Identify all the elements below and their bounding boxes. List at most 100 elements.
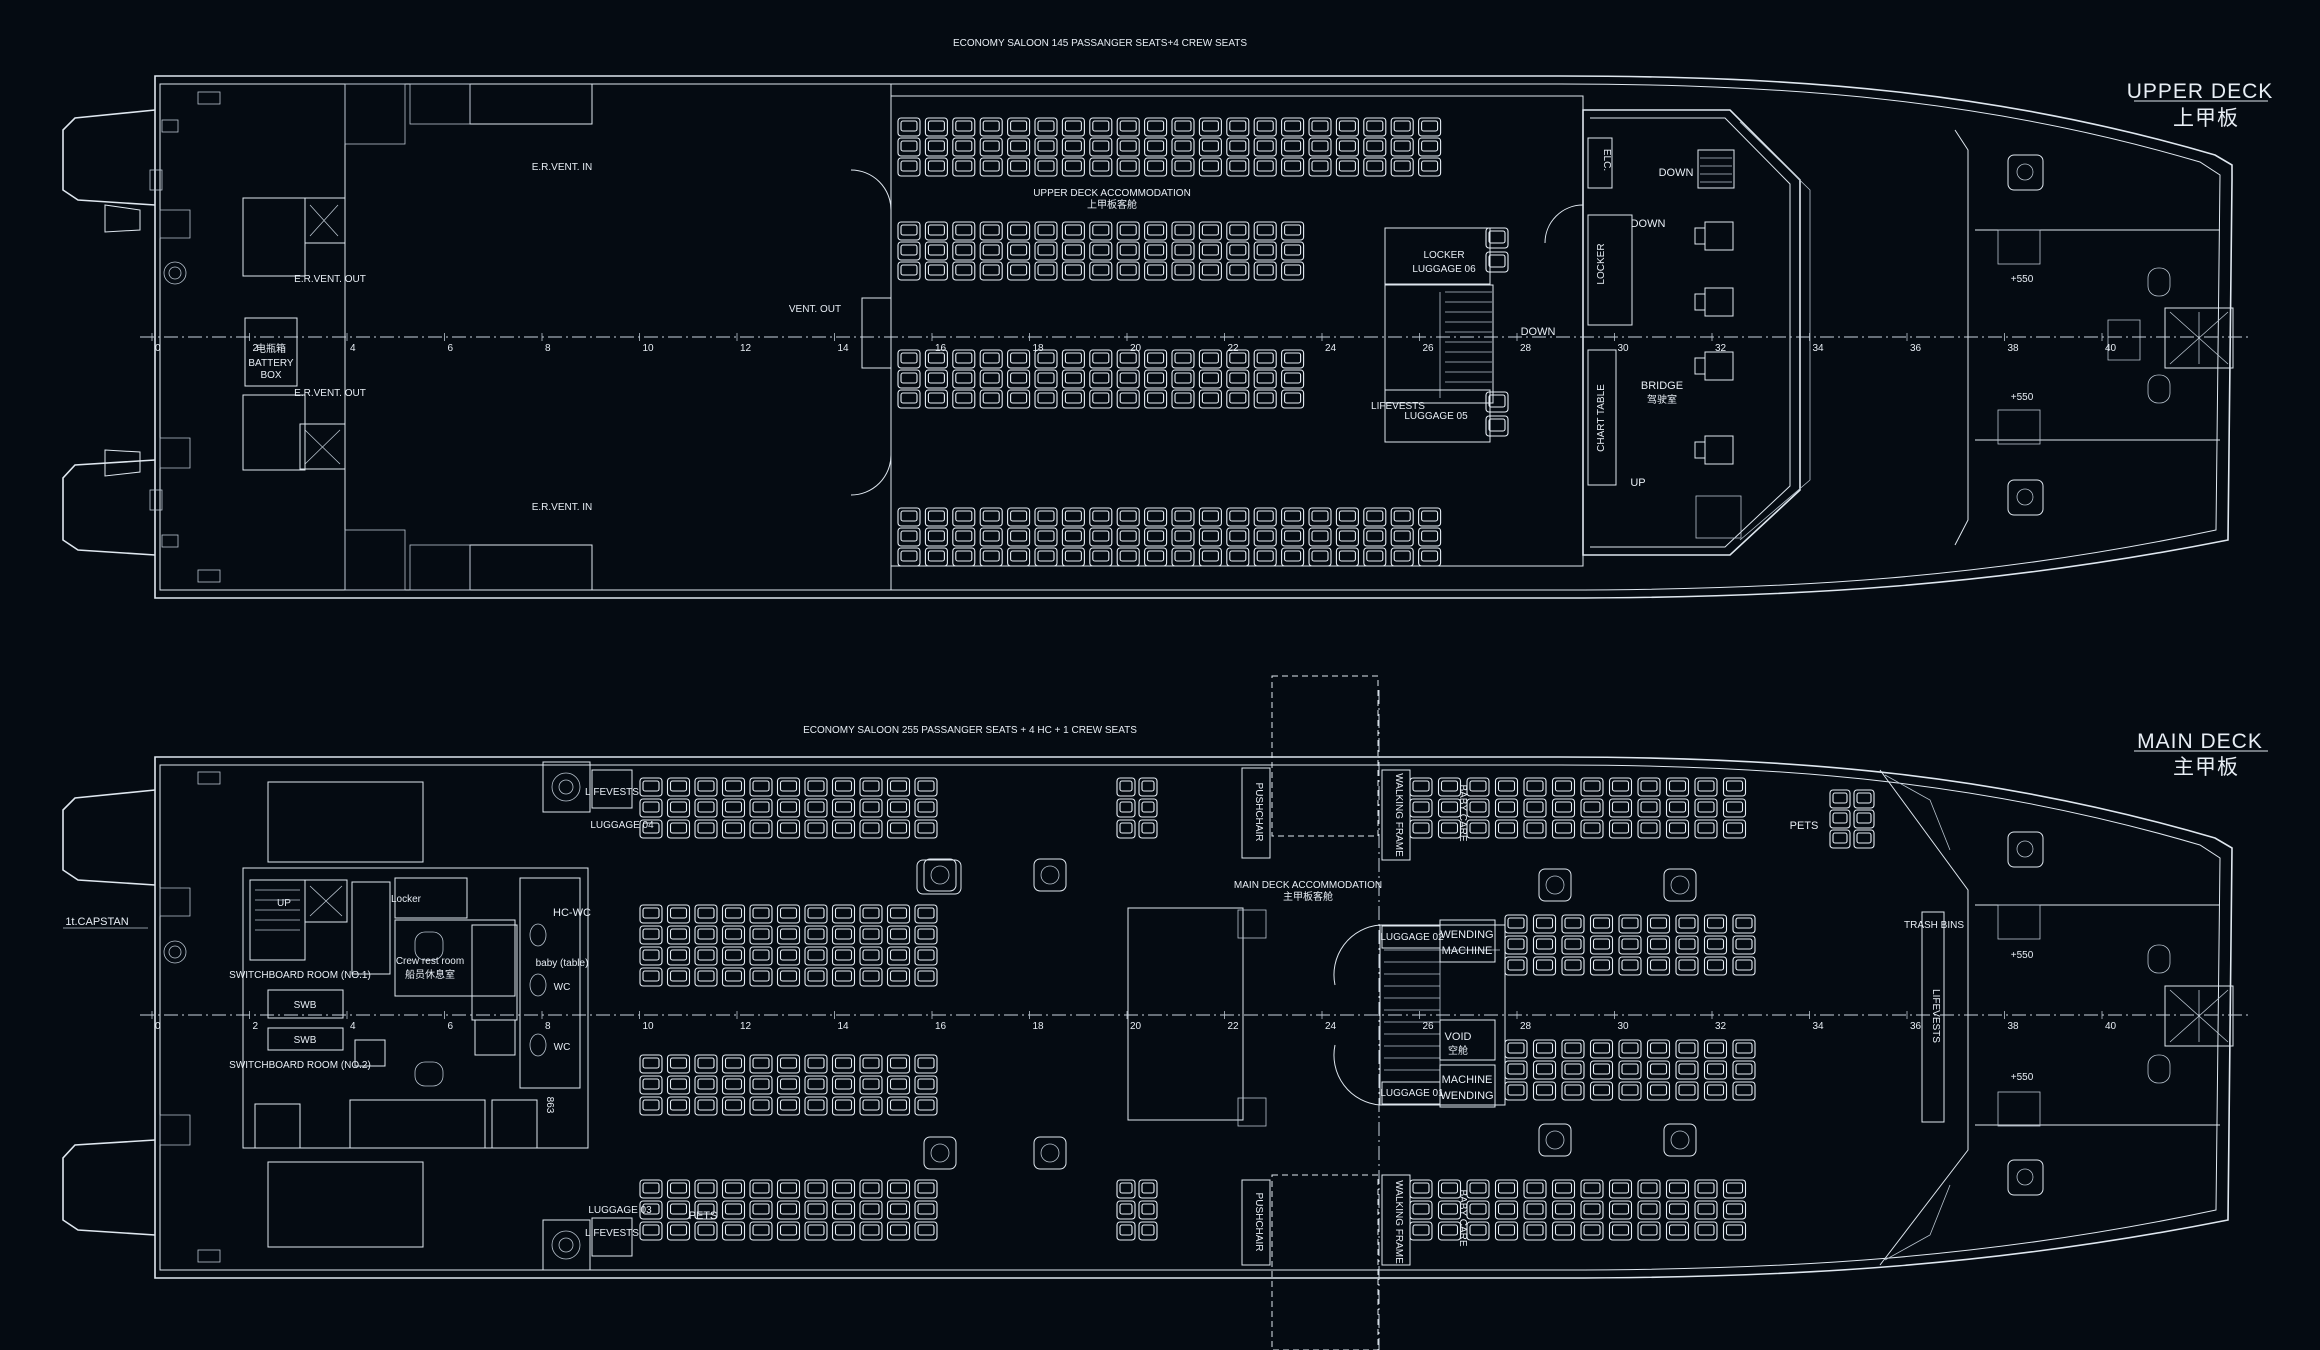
passenger-seat — [776, 925, 801, 945]
upper-luggage-05: LUGGAGE 05 — [1404, 411, 1468, 422]
passenger-seat — [1253, 261, 1277, 281]
passenger-seat — [1409, 1221, 1433, 1241]
passenger-seat — [1390, 157, 1414, 177]
passenger-seat — [1551, 1221, 1576, 1241]
passenger-seat — [1485, 227, 1509, 249]
upper-er-vent-in-bottom-box — [469, 544, 593, 591]
passenger-seat — [831, 925, 856, 945]
passenger-seat — [721, 1054, 746, 1074]
passenger-seat — [1523, 798, 1547, 818]
passenger-seat — [1007, 241, 1031, 261]
passenger-seat — [1532, 1039, 1557, 1059]
main-hull-inner — [159, 764, 2221, 1271]
passenger-seat — [1007, 261, 1031, 281]
passenger-seat — [639, 819, 663, 839]
passenger-seat — [694, 1054, 718, 1074]
passenger-seat — [666, 1221, 691, 1241]
passenger-seat — [804, 819, 828, 839]
passenger-seat — [1308, 547, 1332, 567]
main-deck-title-cn: 主甲板 — [2173, 756, 2239, 779]
passenger-seat — [859, 777, 883, 797]
main-lifevests-aft: LIFEVESTS — [1930, 989, 1941, 1043]
passenger-seat — [1409, 777, 1433, 797]
passenger-seat — [1171, 527, 1195, 547]
passenger-seat — [1722, 819, 1747, 839]
passenger-seat — [1561, 1081, 1585, 1101]
passenger-seat — [1504, 1081, 1528, 1101]
passenger-seat — [1198, 547, 1222, 567]
passenger-seat — [749, 1200, 773, 1220]
main-wc-1: WC — [554, 982, 571, 993]
passenger-seat — [1409, 798, 1433, 818]
passenger-seat — [721, 1096, 746, 1116]
passenger-seat — [1061, 527, 1085, 547]
passenger-seat — [1198, 527, 1222, 547]
passenger-seat — [1144, 349, 1168, 369]
frame-number: 10 — [643, 343, 655, 354]
passenger-seat — [1494, 777, 1519, 797]
upper-battery-box — [244, 317, 298, 387]
passenger-seat — [1335, 507, 1359, 527]
passenger-seat — [1034, 547, 1058, 567]
passenger-seat — [1116, 798, 1136, 818]
passenger-seat — [639, 798, 663, 818]
passenger-seat — [1171, 117, 1195, 137]
frame-number: 22 — [1228, 1021, 1240, 1032]
passenger-seat — [1466, 1179, 1490, 1199]
floor-hatch-icon — [923, 858, 957, 892]
main-hc-wc: HC-WC — [553, 907, 591, 919]
passenger-seat — [1226, 137, 1250, 157]
passenger-seat — [1418, 137, 1442, 157]
passenger-seat — [1144, 117, 1168, 137]
passenger-seat — [914, 777, 938, 797]
passenger-seat — [914, 1075, 938, 1095]
upper-hatch-bottom — [2007, 479, 2044, 516]
frame-number: 28 — [1520, 343, 1532, 354]
upper-stern-step-top — [62, 109, 156, 206]
passenger-seat — [897, 369, 921, 389]
passenger-seat — [1589, 1081, 1614, 1101]
floor-hatch-icon — [1033, 1136, 1067, 1170]
passenger-seat — [897, 349, 921, 369]
passenger-seat — [1637, 1179, 1661, 1199]
passenger-seat — [1589, 956, 1614, 976]
passenger-seat — [1523, 777, 1547, 797]
upper-deck-title: UPPER DECK — [2127, 80, 2274, 103]
frame-number: 32 — [1715, 343, 1727, 354]
passenger-seat — [831, 1200, 856, 1220]
passenger-seat — [1253, 157, 1277, 177]
passenger-seat — [1853, 829, 1875, 849]
frame-number: 18 — [1033, 343, 1045, 354]
fire-hydrant-icon — [916, 859, 962, 895]
main-walking-frame-top: WALKING FRAME — [1393, 773, 1404, 857]
main-accommodation-en: MAIN DECK ACCOMMODATION — [1234, 880, 1382, 891]
passenger-seat — [979, 117, 1003, 137]
passenger-seat — [694, 967, 718, 987]
passenger-seat — [914, 1179, 938, 1199]
passenger-seat — [1646, 1081, 1671, 1101]
passenger-seat — [1226, 221, 1250, 241]
passenger-seat — [1409, 1200, 1433, 1220]
upper-seat-rows — [897, 117, 1509, 567]
passenger-seat — [1732, 1081, 1756, 1101]
passenger-seat — [1722, 798, 1747, 818]
passenger-seat — [1281, 117, 1305, 137]
upper-saloon — [890, 95, 1584, 567]
main-locker-label: Locker — [391, 894, 422, 905]
passenger-seat — [804, 1075, 828, 1095]
passenger-seat — [952, 157, 976, 177]
passenger-seat — [1116, 389, 1140, 409]
passenger-seat — [639, 1096, 663, 1116]
passenger-seat — [952, 507, 976, 527]
main-wc-2: WC — [554, 1042, 571, 1053]
passenger-seat — [1532, 914, 1557, 934]
passenger-seat — [1618, 956, 1642, 976]
passenger-seat — [1551, 798, 1576, 818]
passenger-seat — [804, 1054, 828, 1074]
passenger-seat — [886, 1075, 911, 1095]
passenger-seat — [1034, 527, 1058, 547]
passenger-seat — [1532, 935, 1557, 955]
passenger-seat — [639, 1200, 663, 1220]
